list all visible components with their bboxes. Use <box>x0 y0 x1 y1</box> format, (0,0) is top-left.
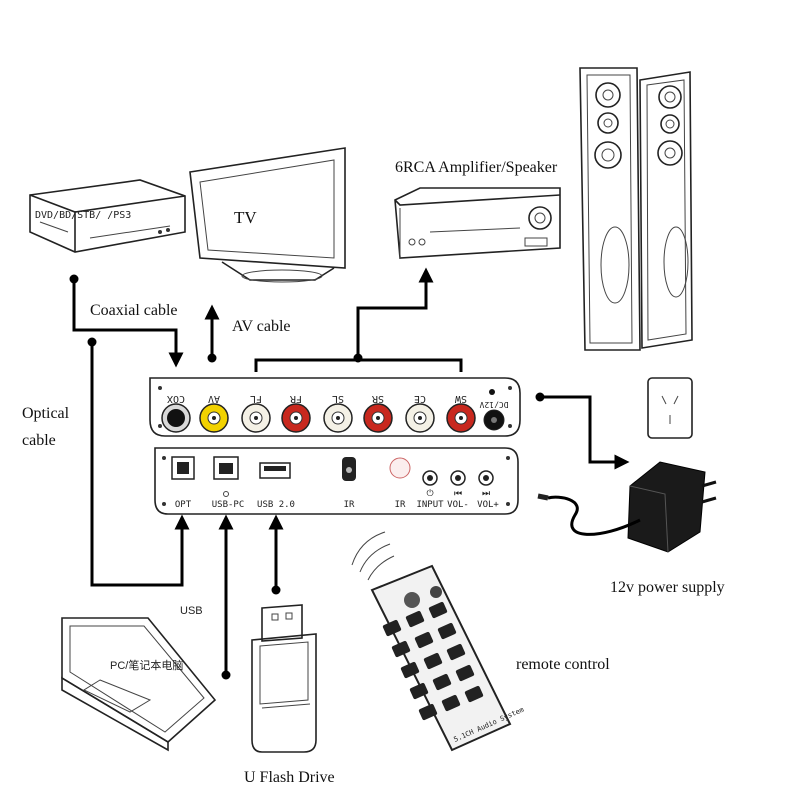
wall-outlet-illustration <box>647 377 693 439</box>
remote-button <box>432 673 452 691</box>
remote-button <box>409 682 429 700</box>
front-label-av: AV <box>208 393 220 404</box>
decoder-front-panel <box>149 377 521 437</box>
jack-cox[interactable] <box>161 403 191 433</box>
tv-illustration <box>189 147 346 283</box>
svg-text:⏮: ⏮ <box>454 489 462 499</box>
jack-dc12v[interactable] <box>483 389 505 431</box>
button-vol-down[interactable]: ⏮ <box>450 470 466 499</box>
laptop-illustration <box>61 617 217 752</box>
jack-ce[interactable] <box>405 403 435 433</box>
speaker-right-illustration <box>639 71 693 349</box>
front-port-labels: COX AV FL FR SL SR CE SW DC/12V <box>167 393 508 409</box>
usb-flash-drive-illustration <box>251 604 317 753</box>
remote-control-illustration <box>351 531 512 752</box>
amplifier-illustration <box>394 187 561 259</box>
back-label-vol-up: VOL+ <box>477 500 499 510</box>
usb-label: USB <box>180 605 203 617</box>
remote-button <box>414 631 434 649</box>
front-label-sl: SL <box>332 393 344 404</box>
front-label-dc12v: DC/12V <box>479 400 508 409</box>
remote-button <box>441 694 461 712</box>
remote-button <box>428 601 448 619</box>
jack-sr[interactable] <box>363 403 393 433</box>
front-label-sr: SR <box>371 393 384 404</box>
back-label-opt: OPT <box>175 500 192 510</box>
dvd-player-illustration <box>29 179 186 253</box>
remote-control-label: remote control <box>516 656 610 673</box>
remote-button <box>400 661 420 679</box>
svg-text:⏻: ⏻ <box>426 488 433 499</box>
optical-cable-label-line1: Optical <box>22 405 70 422</box>
remote-buttons <box>382 601 484 721</box>
remote-button <box>418 703 438 721</box>
back-port-labels: OPT USB-PC USB 2.0 IR IR INPUT VOL- VOL+ <box>175 500 500 510</box>
amplifier-label: 6RCA Amplifier/Speaker <box>395 159 558 176</box>
amplifier-cable-line <box>356 267 434 360</box>
jack-sw[interactable] <box>446 403 476 433</box>
remote-button <box>423 652 443 670</box>
remote-button <box>382 619 402 637</box>
ir-receiver <box>342 457 356 481</box>
optical-cable-line <box>90 342 190 587</box>
remote-button <box>464 685 484 703</box>
remote-button <box>455 664 475 682</box>
remote-button <box>405 610 425 628</box>
jack-fl[interactable] <box>241 403 271 433</box>
back-label-usb-pc: USB-PC <box>212 500 245 510</box>
optical-cable-label-line2: cable <box>22 432 56 449</box>
back-label-vol-down: VOL- <box>447 500 469 510</box>
front-label-fl: FL <box>250 393 262 404</box>
av-cable-label: AV cable <box>232 318 291 335</box>
back-label-ir-2: IR <box>395 500 406 510</box>
remote-button <box>391 640 411 658</box>
port-optical[interactable] <box>171 456 195 480</box>
tv-label: TV <box>234 208 257 227</box>
front-label-fr: FR <box>289 393 302 404</box>
front-label-ce: CE <box>414 393 426 404</box>
coaxial-cable-line <box>72 279 184 368</box>
jack-av[interactable] <box>199 403 229 433</box>
port-usb-2[interactable] <box>259 462 291 479</box>
jack-fr[interactable] <box>281 403 311 433</box>
front-label-sw: SW <box>454 393 467 404</box>
coaxial-cable-label: Coaxial cable <box>90 302 178 319</box>
back-label-input: INPUT <box>416 500 444 510</box>
remote-button <box>437 622 457 640</box>
flash-drive-label: U Flash Drive <box>244 769 335 786</box>
back-label-ir-1: IR <box>344 500 355 510</box>
power-cable-line <box>540 395 630 470</box>
svg-text:⏭: ⏭ <box>482 489 490 499</box>
decoder-back-panel <box>154 447 519 515</box>
power-supply-label: 12v power supply <box>610 579 725 596</box>
power-adapter-illustration <box>537 461 717 553</box>
front-label-cox: COX <box>167 393 185 404</box>
pc-label: PC/笔记本电脑 <box>110 658 183 672</box>
button-input[interactable]: ⏻ <box>422 470 438 499</box>
speaker-left-illustration <box>579 67 641 351</box>
button-vol-up[interactable]: ⏭ <box>478 470 494 499</box>
port-usb-pc[interactable] <box>213 456 239 497</box>
back-label-usb-2: USB 2.0 <box>257 500 295 510</box>
jack-sl[interactable] <box>323 403 353 433</box>
ir-window <box>389 457 411 479</box>
dvd-label: DVD/BD/STB/ /PS3 <box>35 210 131 221</box>
remote-button <box>446 643 466 661</box>
